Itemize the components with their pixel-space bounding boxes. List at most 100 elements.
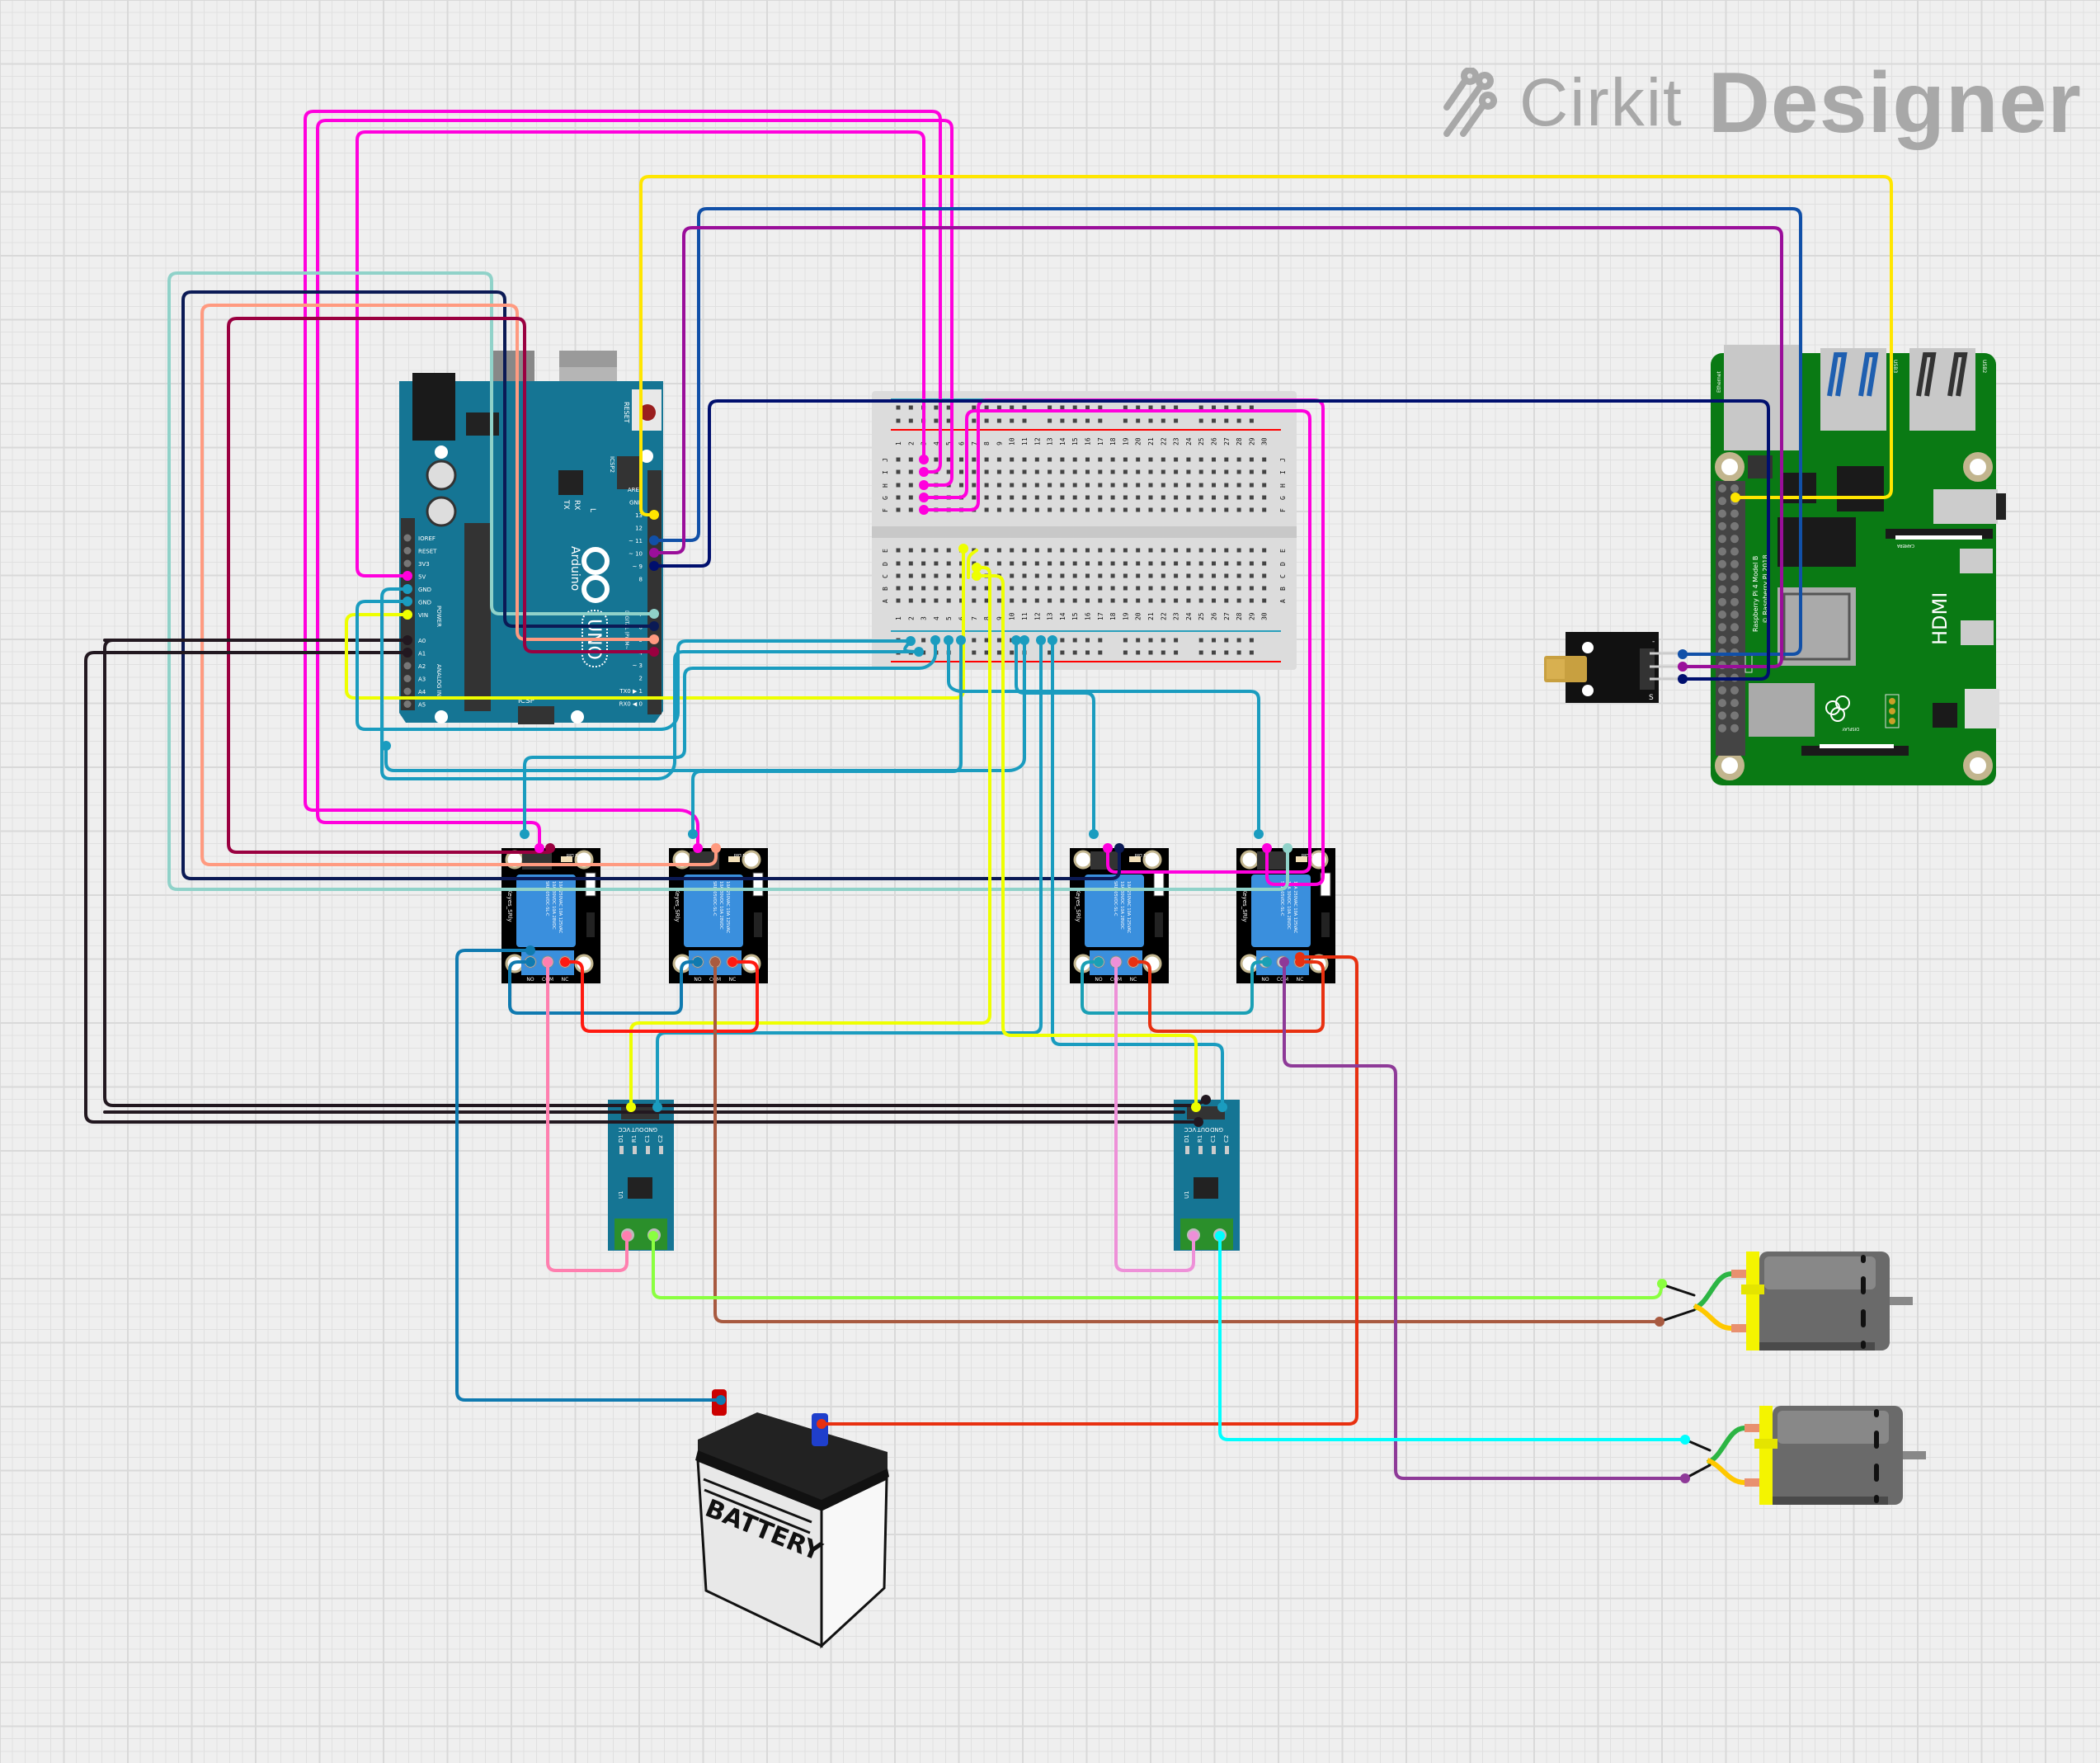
wire-a1-sensor2[interactable]: [84, 651, 1200, 1124]
breadboard-hole[interactable]: [896, 469, 901, 474]
breadboard-hole[interactable]: [996, 548, 1001, 553]
breadboard-hole[interactable]: [1198, 650, 1203, 655]
wire-gnd-bb-rail[interactable]: [355, 600, 912, 731]
wire-5v-bb-j3[interactable]: [355, 130, 925, 577]
breadboard-hole[interactable]: [1060, 573, 1065, 578]
breadboard-hole[interactable]: [1048, 586, 1052, 591]
gpio-pin[interactable]: [1718, 559, 1726, 568]
breadboard-hole[interactable]: [1085, 561, 1090, 566]
breadboard-hole[interactable]: [1022, 586, 1027, 591]
wire-endpoint[interactable]: [919, 455, 929, 464]
breadboard-hole[interactable]: [1148, 457, 1153, 462]
breadboard-hole[interactable]: [1123, 483, 1128, 488]
breadboard-hole[interactable]: [1072, 548, 1077, 553]
gpio-pin[interactable]: [1730, 585, 1739, 594]
gpio-pin[interactable]: [1718, 521, 1726, 530]
breadboard-hole[interactable]: [1123, 598, 1128, 603]
breadboard-hole[interactable]: [896, 457, 901, 462]
breadboard-hole[interactable]: [1148, 598, 1153, 603]
arduino-pin-a3[interactable]: [403, 675, 412, 682]
breadboard-hole[interactable]: [1198, 483, 1203, 488]
breadboard-hole[interactable]: [1072, 457, 1077, 462]
breadboard-hole[interactable]: [1048, 598, 1052, 603]
breadboard-hole[interactable]: [1161, 561, 1165, 566]
breadboard-hole[interactable]: [1123, 548, 1128, 553]
breadboard-hole[interactable]: [959, 561, 963, 566]
wire-endpoint[interactable]: [1262, 957, 1272, 967]
breadboard-hole[interactable]: [1072, 586, 1077, 591]
breadboard-hole[interactable]: [1123, 507, 1128, 512]
breadboard-hole[interactable]: [972, 469, 977, 474]
breadboard-hole[interactable]: [896, 405, 901, 410]
gpio-pin[interactable]: [1730, 547, 1739, 556]
relay-signal-header[interactable]: [1257, 851, 1287, 870]
breadboard-hole[interactable]: [1060, 483, 1065, 488]
breadboard-hole[interactable]: [1034, 561, 1039, 566]
breadboard-hole[interactable]: [1022, 495, 1027, 500]
breadboard-hole[interactable]: [1212, 638, 1216, 643]
breadboard-hole[interactable]: [1010, 650, 1015, 655]
breadboard-hole[interactable]: [1060, 561, 1065, 566]
breadboard-hole[interactable]: [1212, 495, 1216, 500]
breadboard-hole[interactable]: [908, 548, 913, 553]
breadboard-hole[interactable]: [1186, 586, 1191, 591]
breadboard-hole[interactable]: [1010, 548, 1015, 553]
breadboard-hole[interactable]: [1010, 457, 1015, 462]
breadboard-hole[interactable]: [1161, 495, 1165, 500]
breadboard-hole[interactable]: [1060, 638, 1065, 643]
wire-endpoint[interactable]: [1089, 829, 1099, 839]
breadboard-hole[interactable]: [1198, 457, 1203, 462]
wire-endpoint[interactable]: [649, 609, 659, 619]
breadboard-hole[interactable]: [1224, 507, 1229, 512]
breadboard-hole[interactable]: [1010, 598, 1015, 603]
breadboard-hole[interactable]: [1060, 457, 1065, 462]
breadboard-hole[interactable]: [1161, 483, 1165, 488]
breadboard-hole[interactable]: [1224, 483, 1229, 488]
breadboard-hole[interactable]: [946, 405, 951, 410]
breadboard-hole[interactable]: [1022, 573, 1027, 578]
breadboard-hole[interactable]: [934, 548, 939, 553]
breadboard-hole[interactable]: [1022, 507, 1027, 512]
breadboard-hole[interactable]: [934, 561, 939, 566]
wire-endpoint[interactable]: [1111, 957, 1121, 967]
breadboard-hole[interactable]: [1048, 457, 1052, 462]
wire-relay1-com-sensor1[interactable]: [546, 960, 629, 1272]
wire-endpoint[interactable]: [545, 843, 555, 853]
breadboard-hole[interactable]: [1060, 598, 1065, 603]
breadboard-hole[interactable]: [1198, 548, 1203, 553]
wire-endpoint[interactable]: [649, 634, 659, 644]
breadboard-hole[interactable]: [1085, 507, 1090, 512]
breadboard-hole[interactable]: [896, 548, 901, 553]
gpio-pin[interactable]: [1718, 585, 1726, 594]
breadboard-hole[interactable]: [946, 561, 951, 566]
wire-endpoint[interactable]: [649, 510, 659, 520]
breadboard-hole[interactable]: [1174, 405, 1179, 410]
breadboard-hole[interactable]: [1060, 650, 1065, 655]
wire-relay2-com-motor1[interactable]: [713, 960, 1661, 1323]
wire-endpoint[interactable]: [652, 1102, 662, 1112]
breadboard-hole[interactable]: [1110, 573, 1115, 578]
breadboard-hole[interactable]: [1060, 405, 1065, 410]
breadboard-hole[interactable]: [1034, 457, 1039, 462]
battery-negative-terminal[interactable]: [812, 1413, 828, 1446]
arduino-pin-a2[interactable]: [403, 662, 412, 670]
breadboard-hole[interactable]: [984, 598, 989, 603]
breadboard-hole[interactable]: [1161, 598, 1165, 603]
breadboard-hole[interactable]: [1161, 469, 1165, 474]
breadboard-hole[interactable]: [1010, 469, 1015, 474]
breadboard-hole[interactable]: [1236, 457, 1241, 462]
breadboard-hole[interactable]: [1224, 457, 1229, 462]
breadboard-hole[interactable]: [1010, 495, 1015, 500]
wire-endpoint[interactable]: [1011, 635, 1021, 645]
breadboard-hole[interactable]: [921, 586, 926, 591]
breadboard-hole[interactable]: [1262, 457, 1267, 462]
breadboard-hole[interactable]: [921, 638, 926, 643]
breadboard-hole[interactable]: [1123, 586, 1128, 591]
breadboard-hole[interactable]: [996, 586, 1001, 591]
wire-relay4-com-motor2[interactable]: [1283, 960, 1687, 1480]
breadboard-hole[interactable]: [1249, 507, 1254, 512]
gpio-pin[interactable]: [1718, 484, 1726, 493]
breadboard-hole[interactable]: [959, 573, 963, 578]
wire-endpoint[interactable]: [1191, 1102, 1201, 1112]
